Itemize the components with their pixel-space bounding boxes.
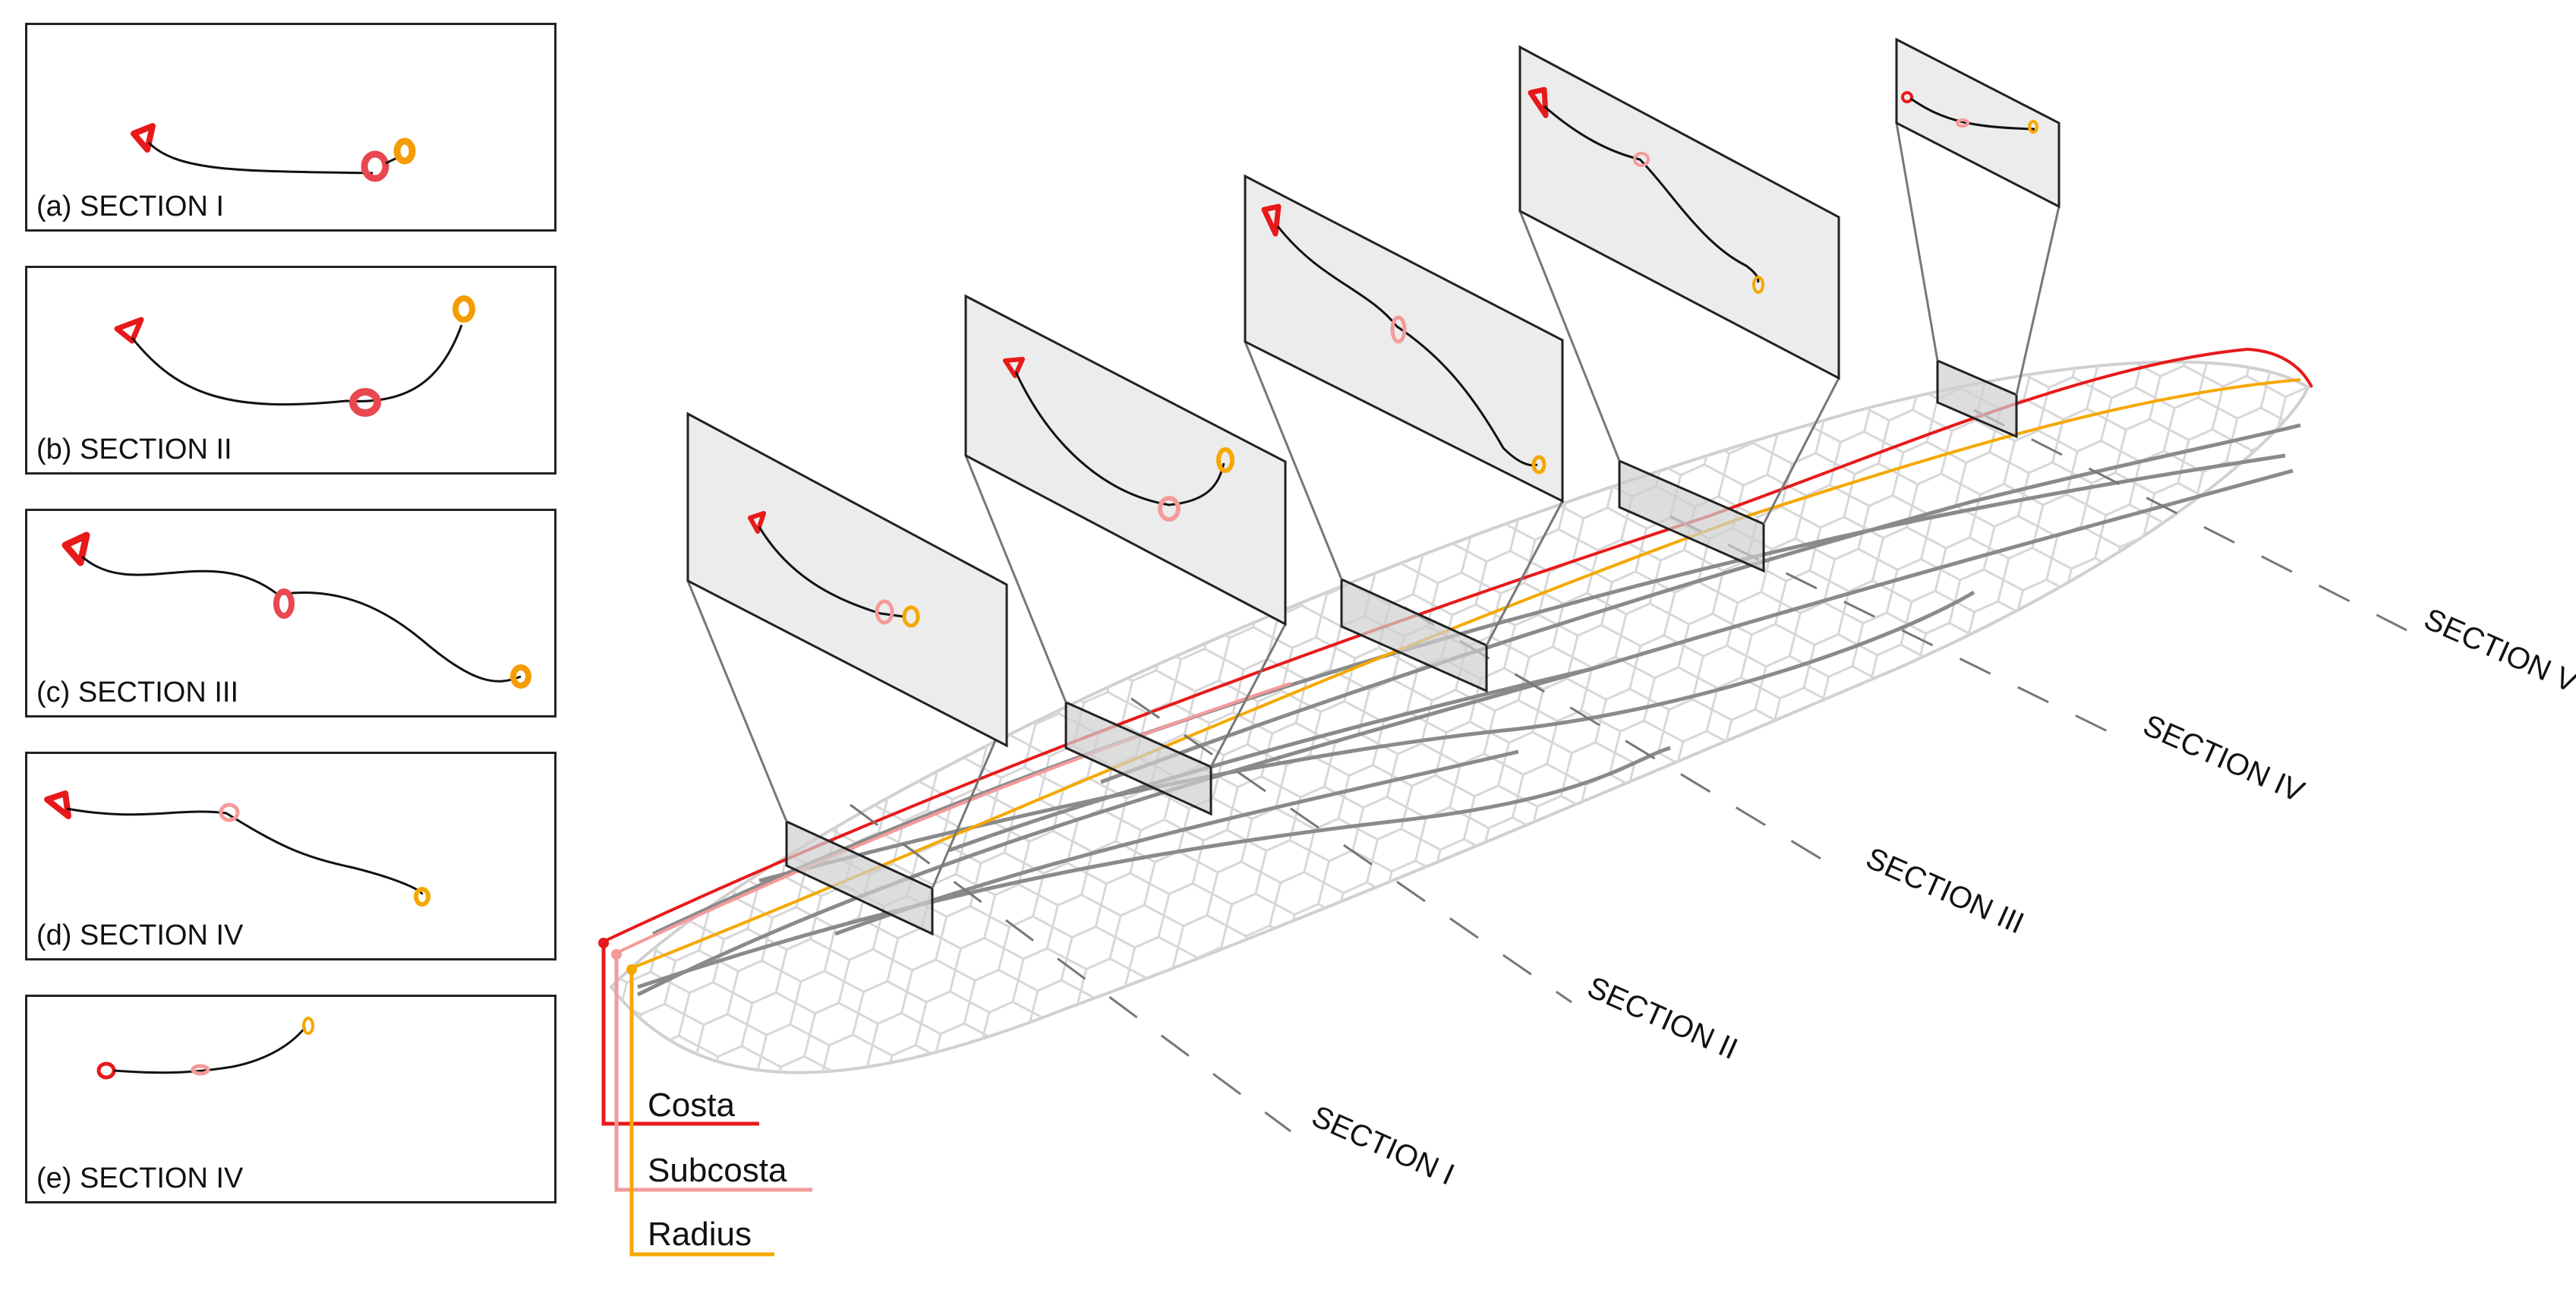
section-panel-b: (b) SECTION II <box>25 266 557 475</box>
section-label-1: SECTION I <box>1307 1099 1459 1192</box>
panel-label: (d) SECTION IV <box>36 919 244 951</box>
section-panel-e: (e) SECTION IV <box>25 995 557 1203</box>
radius-leader <box>629 970 774 1257</box>
section-d-profile <box>44 790 430 907</box>
subcosta-leader <box>614 954 812 1192</box>
panel-label: (e) SECTION IV <box>36 1162 244 1194</box>
section-plane-5 <box>1895 37 2060 209</box>
panel-label: (b) SECTION II <box>36 434 232 465</box>
section-plane-2 <box>964 294 1287 626</box>
costa-leader <box>601 943 759 1126</box>
legend-costa: Costa <box>648 1087 735 1124</box>
section-panel-c: (c) SECTION III <box>25 509 557 718</box>
legend-radius: Radius <box>648 1216 752 1253</box>
section-label-5: SECTION V <box>2419 602 2576 699</box>
legend: Costa Subcosta Radius <box>598 938 812 1257</box>
section-plane-1 <box>686 412 1008 748</box>
panel-label: (a) SECTION I <box>36 191 225 222</box>
subcosta-vein <box>616 682 1291 954</box>
section-e-profile <box>96 1017 314 1080</box>
panel-label: (c) SECTION III <box>36 677 238 708</box>
section-c-profile <box>61 531 531 689</box>
section-b-profile <box>114 295 475 417</box>
section-plane-4 <box>1518 45 1840 380</box>
section-label-2: SECTION II <box>1582 970 1742 1066</box>
radius-vein <box>631 378 2301 970</box>
section-label-3: SECTION III <box>1861 841 2029 941</box>
section-panel-a: (a) SECTION I <box>25 23 557 232</box>
connector-lines <box>686 122 2060 889</box>
cut-planes <box>785 358 2018 936</box>
legend-subcosta: Subcosta <box>648 1152 787 1189</box>
section-panel-d: (d) SECTION IV <box>25 752 557 960</box>
section-a-profile <box>131 123 416 182</box>
section-plane-3 <box>1244 174 1564 503</box>
section-label-4: SECTION IV <box>2138 708 2309 809</box>
